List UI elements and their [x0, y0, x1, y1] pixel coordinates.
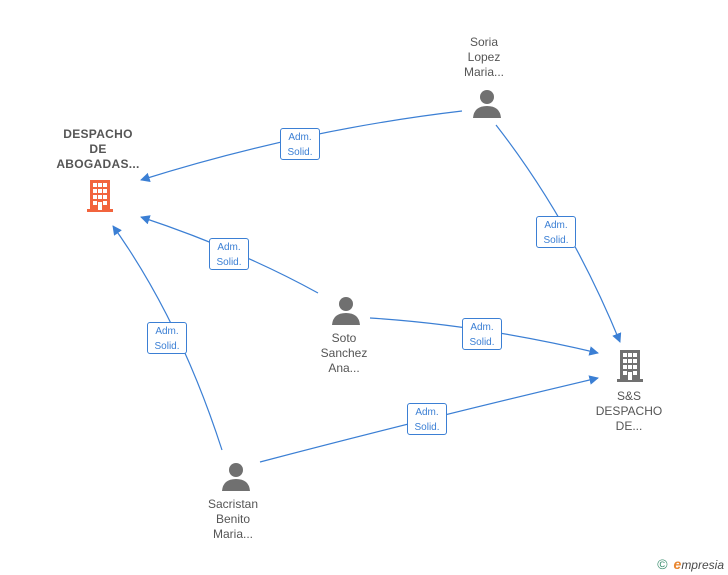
node-label-line: DE — [89, 142, 107, 156]
edge-label-soria-ss-despacho[interactable]: Adm. Solid. — [536, 216, 576, 248]
brand-initial: e — [673, 556, 682, 572]
node-label-line: DE... — [615, 419, 643, 433]
node-label-line: Sanchez — [320, 346, 368, 360]
edge-label-line: Adm. — [470, 322, 494, 333]
edge-label-soto-ss-despacho[interactable]: Adm. Solid. — [462, 318, 502, 350]
person-icon[interactable] — [331, 296, 361, 326]
edge-label-sacristan-despacho-abogadas[interactable]: Adm. Solid. — [147, 322, 187, 354]
node-label-line: Soto — [331, 331, 357, 345]
edge-label-line: Adm. — [288, 132, 312, 143]
node-label-soto-sanchez[interactable]: Soto Sanchez Ana... — [304, 331, 384, 376]
edge-label-line: Adm. — [544, 220, 568, 231]
edge-label-soto-despacho-abogadas[interactable]: Adm. Solid. — [209, 238, 249, 270]
building-icon[interactable] — [85, 179, 115, 213]
edge-label-line: Solid. — [543, 235, 569, 246]
edge-label-line: Adm. — [217, 242, 241, 253]
edge-label-line: Solid. — [154, 341, 180, 352]
node-label-line: Ana... — [328, 361, 360, 375]
node-label-sacristan-benito[interactable]: Sacristan Benito Maria... — [192, 497, 274, 542]
node-label-line: Maria... — [463, 65, 504, 79]
edge-label-line: Solid. — [216, 257, 242, 268]
node-label-despacho-abogadas[interactable]: DESPACHO DE ABOGADAS... — [48, 127, 148, 172]
node-label-line: DESPACHO — [595, 404, 663, 418]
person-icon[interactable] — [221, 462, 251, 492]
edge-label-line: Solid. — [469, 337, 495, 348]
edge-label-sacristan-ss-despacho[interactable]: Adm. Solid. — [407, 403, 447, 435]
person-icon[interactable] — [472, 89, 502, 119]
node-label-line: S&S — [616, 389, 641, 403]
node-label-line: Lopez — [467, 50, 501, 64]
edge-label-soria-despacho-abogadas[interactable]: Adm. Solid. — [280, 128, 320, 160]
node-label-ss-despacho[interactable]: S&S DESPACHO DE... — [588, 389, 670, 434]
edge-label-line: Solid. — [287, 147, 313, 158]
node-label-line: Benito — [215, 512, 251, 526]
node-label-line: Sacristan — [207, 497, 259, 511]
edge-label-line: Solid. — [414, 422, 440, 433]
node-label-line: Maria... — [212, 527, 253, 541]
brand-rest: mpresia — [681, 558, 724, 572]
brand-logo[interactable]: empresia — [674, 556, 724, 572]
node-label-line: Soria — [469, 35, 498, 49]
edge-label-line: Adm. — [415, 407, 439, 418]
node-label-line: DESPACHO — [63, 127, 133, 141]
node-label-soria-lopez[interactable]: Soria Lopez Maria... — [444, 35, 524, 80]
edge-label-line: Adm. — [155, 326, 179, 337]
copyright-icon: © — [657, 556, 668, 572]
building-icon[interactable] — [615, 349, 645, 383]
node-label-line: ABOGADAS... — [56, 157, 140, 171]
footer-brand: © empresia — [657, 556, 724, 572]
